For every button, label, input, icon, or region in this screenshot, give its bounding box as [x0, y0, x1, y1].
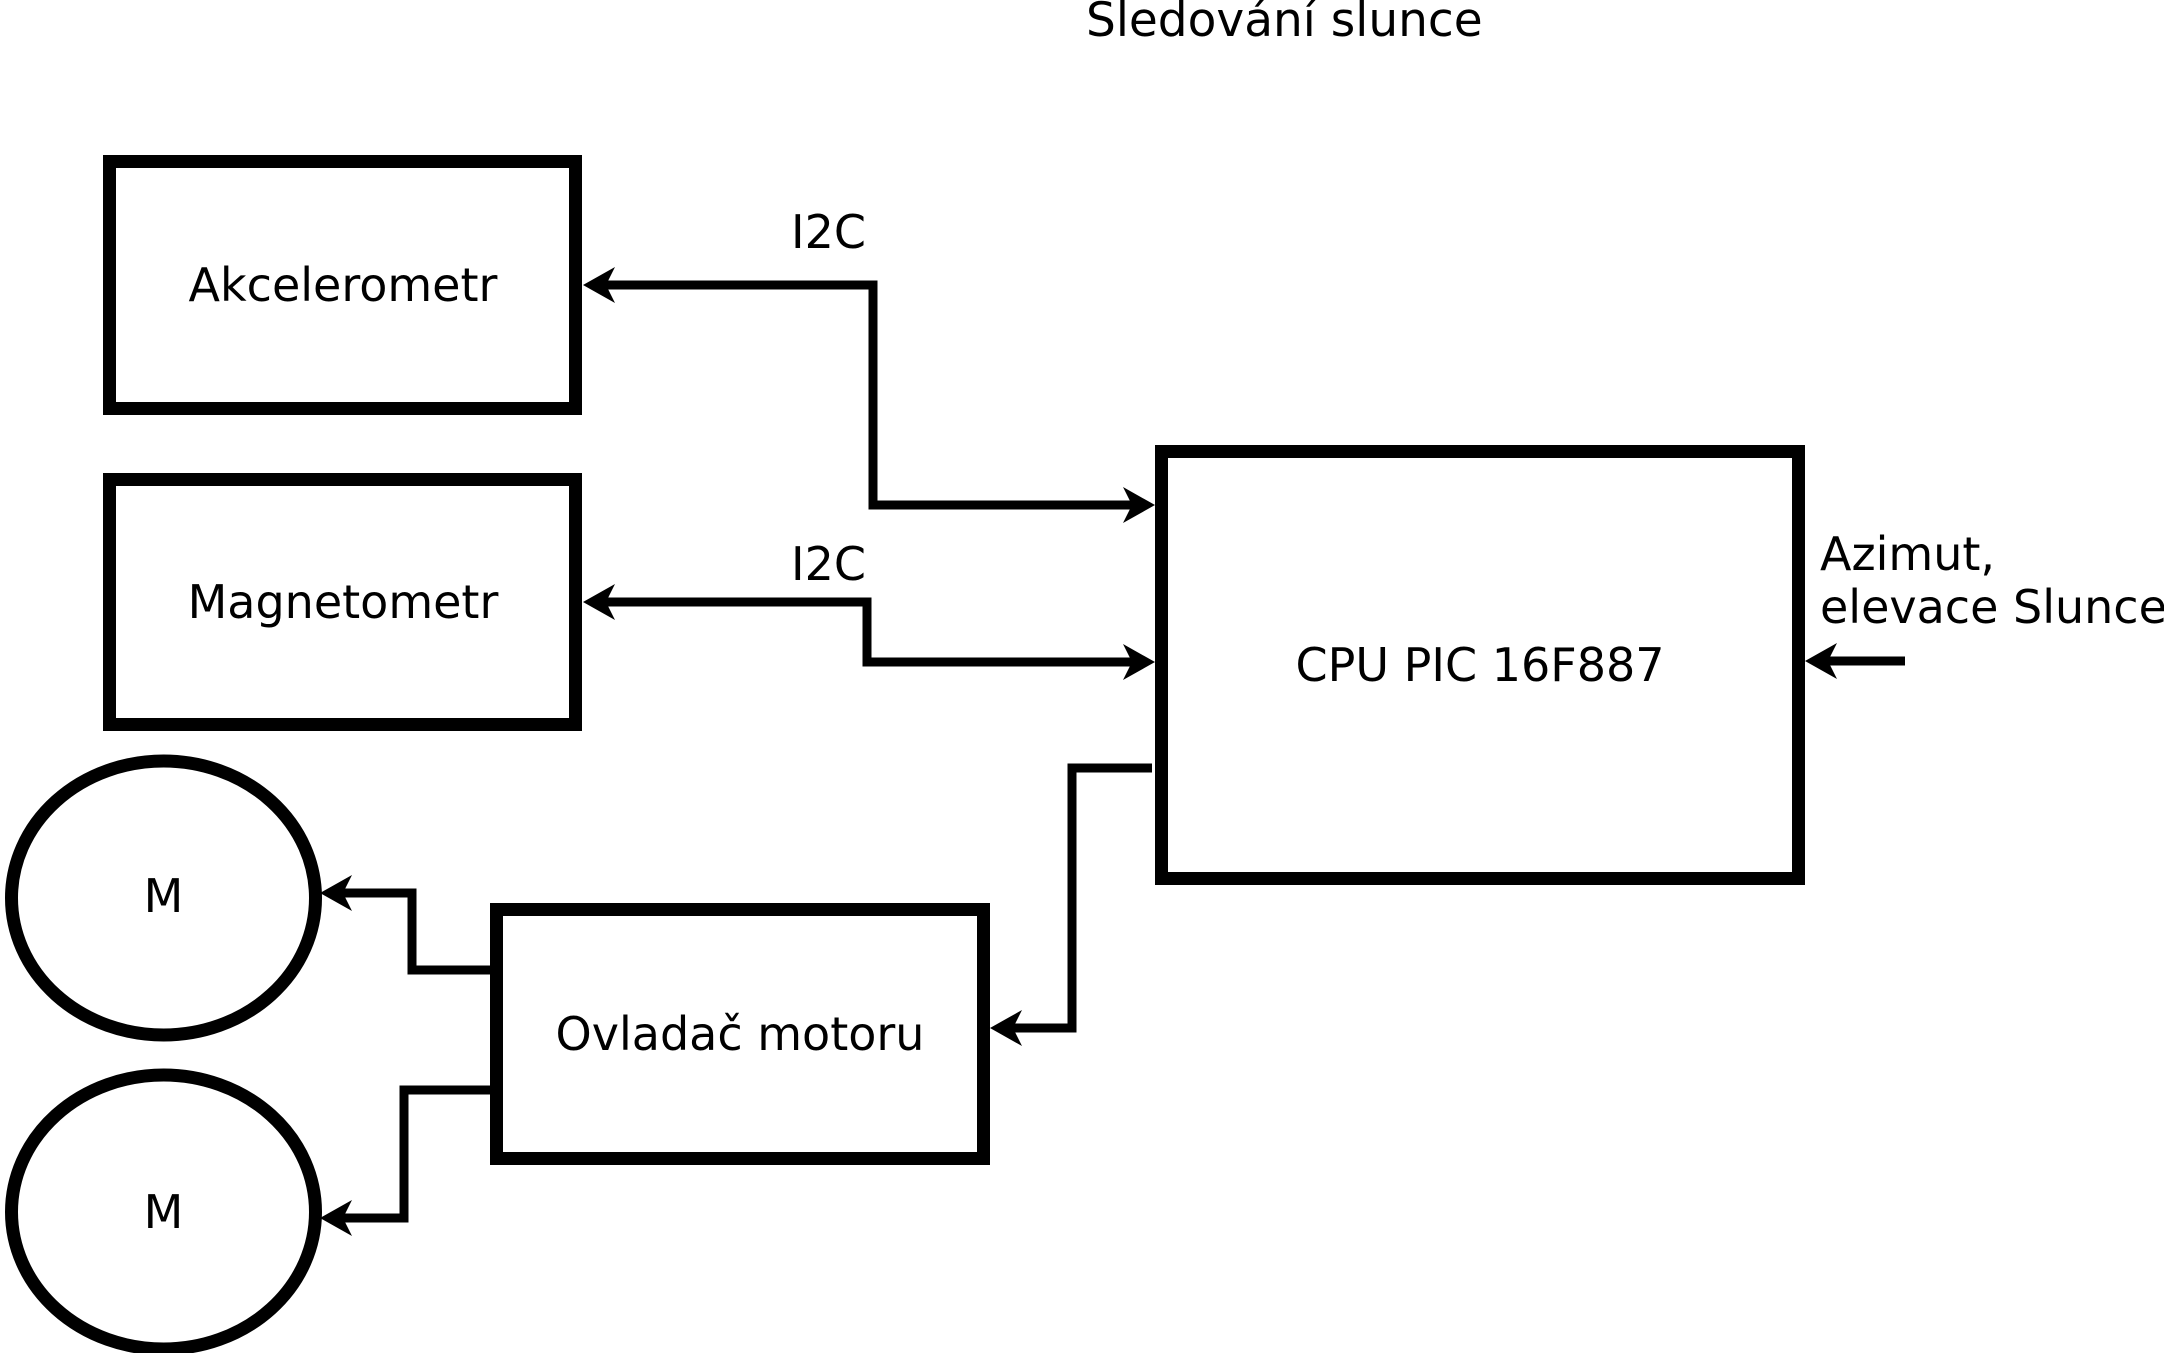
i2c-label-top: I2C [791, 205, 866, 259]
motor2-label: M [143, 1185, 184, 1239]
motor-driver-box [490, 903, 990, 1165]
motor-driver-label: Ovladač motoru [555, 1007, 925, 1061]
motor2-circle [5, 1068, 322, 1353]
line-cpu-motor-driver [1013, 763, 1152, 1033]
arrowhead-akcelerometr-into-cpu-icon [1123, 487, 1155, 523]
line-motor-driver-motor1 [343, 888, 494, 975]
magnetometr-label: Magnetometr [187, 575, 499, 629]
akcelerometr-box [103, 155, 582, 415]
arrowhead-into-akcelerometr-icon [583, 267, 615, 303]
line-motor-driver-motor2 [343, 1085, 494, 1223]
arrowhead-into-magnetometr-icon [583, 584, 615, 620]
motor1-label: M [143, 869, 184, 923]
akcelerometr-label: Akcelerometr [188, 258, 498, 312]
page-title: Sledování slunce [1086, 0, 1483, 48]
azimut-elevace-label: Azimut, elevace Slunce [1820, 528, 2164, 634]
magnetometr-box [103, 473, 582, 731]
arrowhead-into-motor1-icon [320, 875, 352, 911]
i2c-line-cpu-akcelerometr [605, 280, 1132, 510]
arrowhead-into-motor-driver-icon [990, 1010, 1022, 1046]
arrowhead-magnetometr-into-cpu-icon [1123, 644, 1155, 680]
arrowhead-into-motor2-icon [320, 1200, 352, 1236]
arrowhead-azimut-into-cpu-icon [1805, 643, 1837, 679]
cpu-label: CPU PIC 16F887 [1295, 638, 1665, 692]
azimut-line2: elevace Slunce [1820, 580, 2164, 634]
i2c-label-bottom: I2C [791, 537, 866, 591]
i2c-line-cpu-magnetometr [605, 597, 1132, 667]
azimut-line1: Azimut, [1820, 527, 1996, 581]
cpu-box [1155, 445, 1805, 885]
motor1-circle [5, 754, 322, 1042]
